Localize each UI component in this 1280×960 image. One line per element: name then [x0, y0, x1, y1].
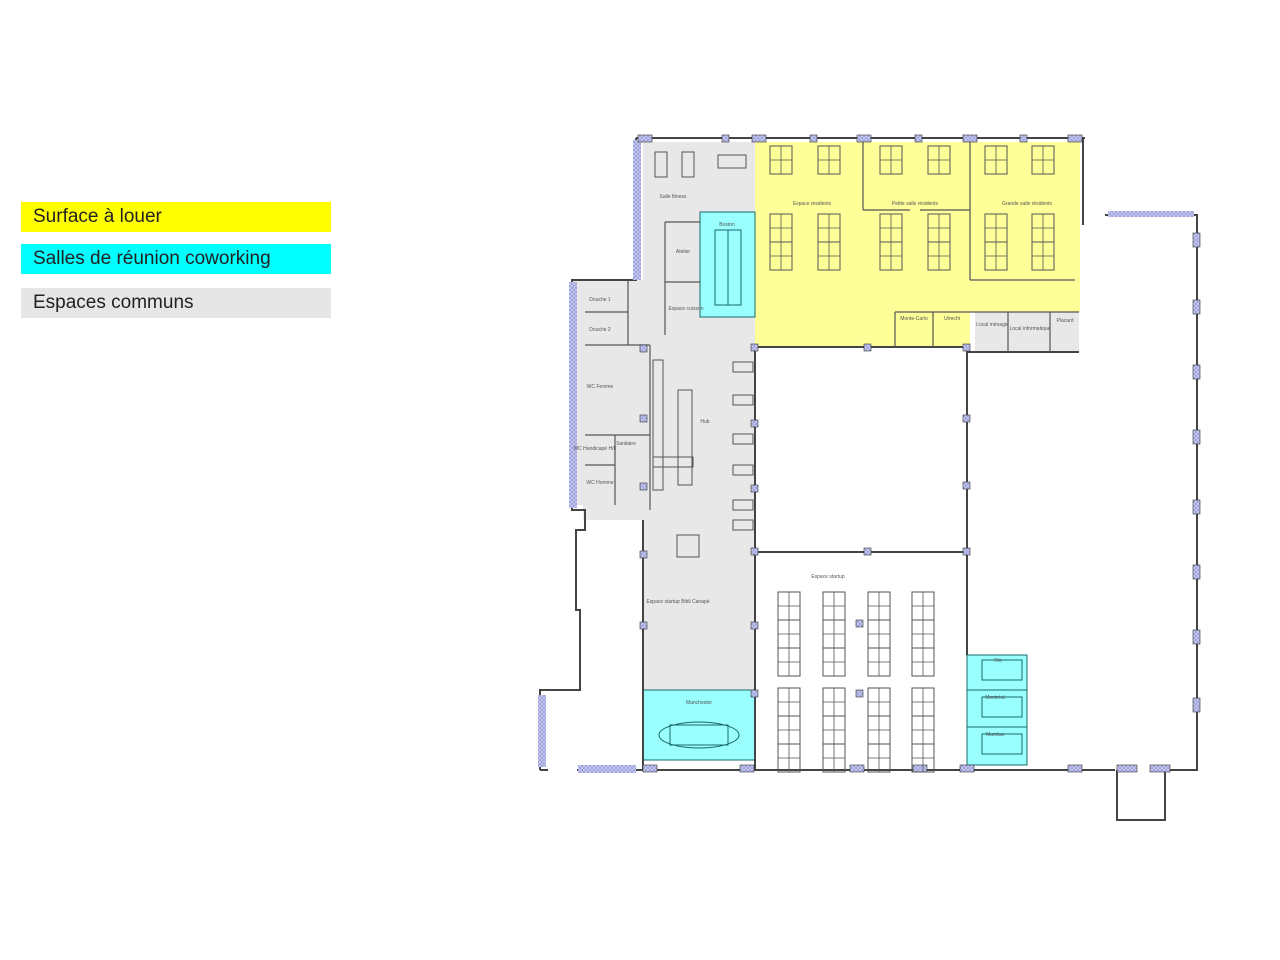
walls [539, 137, 1198, 821]
svg-text:Sanitaire: Sanitaire [616, 441, 636, 447]
svg-text:Atelier: Atelier [676, 249, 691, 255]
svg-text:Petite salle résidents: Petite salle résidents [892, 201, 939, 207]
svg-text:WC Homme: WC Homme [586, 480, 613, 486]
legend-common-spaces: Espaces communs [21, 288, 331, 318]
rental-surface [755, 142, 1080, 347]
svg-text:Utrecht: Utrecht [944, 316, 961, 322]
svg-text:Boston: Boston [719, 222, 735, 228]
room-labels: Salle fitness Boston Atelier Espace cuis… [573, 194, 1073, 738]
svg-text:Montréal: Montréal [985, 695, 1004, 701]
partitions [585, 142, 1079, 510]
svg-text:Placard: Placard [1057, 318, 1074, 324]
svg-text:Monte-Carlo: Monte-Carlo [900, 316, 928, 322]
svg-text:Hub: Hub [700, 419, 709, 425]
svg-text:Espace cuisson: Espace cuisson [668, 306, 703, 312]
svg-text:WC Handicapé H/F: WC Handicapé H/F [573, 446, 616, 452]
svg-text:Douche 2: Douche 2 [589, 327, 611, 333]
room-mumbai [966, 726, 1028, 766]
pillars [637, 134, 1201, 773]
svg-text:Rio: Rio [994, 658, 1002, 664]
room-rio [966, 654, 1028, 691]
hatched-walls [538, 140, 1194, 773]
svg-text:Manchester: Manchester [686, 700, 712, 706]
svg-text:Espace startup: Espace startup [811, 574, 845, 580]
legend-rental-surface: Surface à louer [21, 202, 331, 232]
svg-text:Local informatique: Local informatique [1010, 326, 1051, 332]
svg-text:Grande salle résidents: Grande salle résidents [1002, 201, 1053, 207]
startup-desks [777, 591, 935, 773]
room-montreal [966, 689, 1028, 728]
svg-text:Salle fitness: Salle fitness [660, 194, 687, 200]
svg-text:Espace résidents: Espace résidents [793, 201, 832, 207]
meeting-tables [658, 229, 1023, 755]
svg-text:WC Femme: WC Femme [587, 384, 614, 390]
meeting-rooms [642, 211, 1028, 766]
svg-text:Mumbai: Mumbai [986, 732, 1004, 738]
legend-coworking-meeting-rooms: Salles de réunion coworking [21, 244, 331, 274]
hub-furniture [652, 151, 754, 558]
svg-text:Espace startup Bibli Canapé: Espace startup Bibli Canapé [646, 599, 709, 605]
svg-text:Douche 1: Douche 1 [589, 297, 611, 303]
svg-text:Local ménage: Local ménage [976, 322, 1008, 328]
